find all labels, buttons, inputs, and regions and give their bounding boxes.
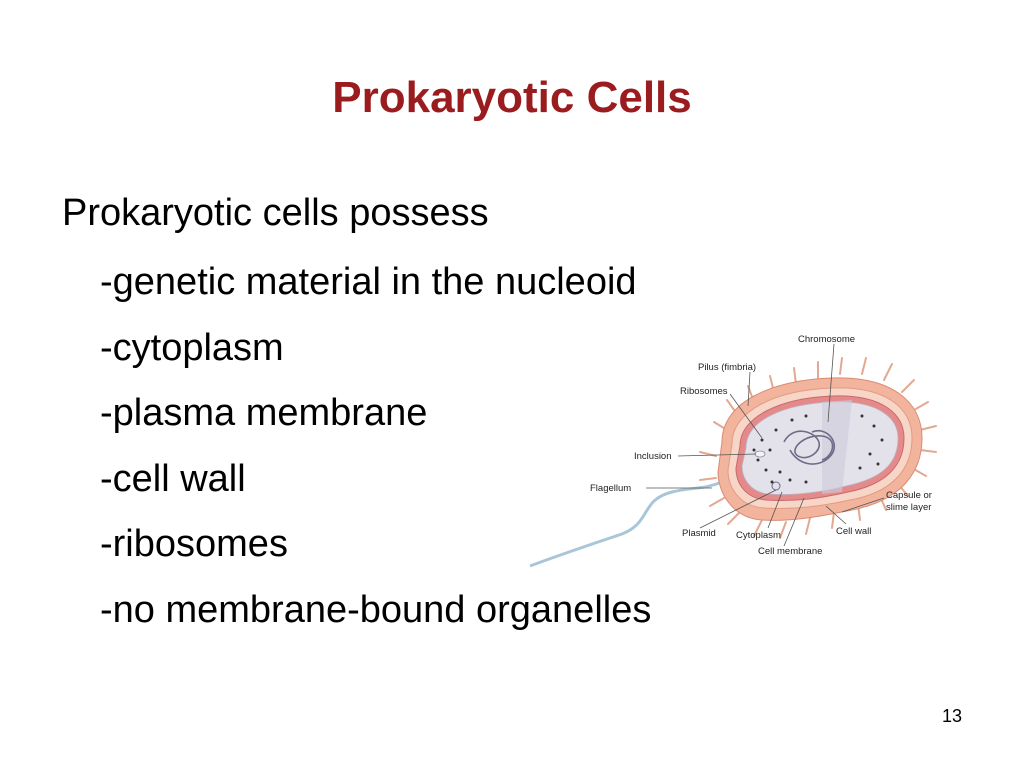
ribosomes — [752, 414, 884, 484]
leader-lines — [646, 343, 885, 547]
label-pilus: Pilus (fimbria) — [698, 362, 756, 373]
bullet-item: -ribosomes — [100, 523, 288, 565]
page-number: 13 — [941, 706, 962, 726]
flagellum-tail — [529, 480, 723, 568]
label-cytoplasm: Cytoplasm — [736, 530, 781, 541]
label-plasmid: Plasmid — [682, 528, 716, 539]
pili-spikes — [699, 357, 937, 539]
chromosome-nucleoid — [783, 429, 836, 465]
slide-title: Prokaryotic Cells — [332, 73, 692, 122]
bullet-item: -cytoplasm — [100, 326, 284, 369]
label-capsule-line2: slime layer — [886, 502, 931, 513]
bullet-list: -genetic material in the nucleoid -cytop… — [100, 254, 651, 647]
bullet-item: -cell wall — [100, 457, 246, 500]
label-cell-wall: Cell wall — [836, 526, 871, 537]
label-cell-membrane: Cell membrane — [758, 546, 822, 557]
cutaway-wedge — [822, 400, 852, 494]
label-ribosomes: Ribosomes — [680, 386, 728, 397]
label-inclusion: Inclusion — [634, 451, 672, 462]
bullet-item: -no membrane-bound organelles — [100, 588, 652, 631]
bullet-item: -genetic material in the nucleoid — [100, 261, 637, 303]
label-flagellum: Flagellum — [590, 483, 631, 494]
prokaryotic-cell-diagram: Chromosome Pilus (fimbria) Ribosomes Inc… — [529, 334, 937, 568]
label-capsule-line1: Capsule or — [886, 490, 932, 501]
inclusion-body — [754, 450, 766, 458]
label-chromosome: Chromosome — [798, 334, 855, 345]
lead-text: Prokaryotic cells possess — [62, 192, 489, 234]
bullet-item: -plasma membrane — [100, 392, 428, 434]
